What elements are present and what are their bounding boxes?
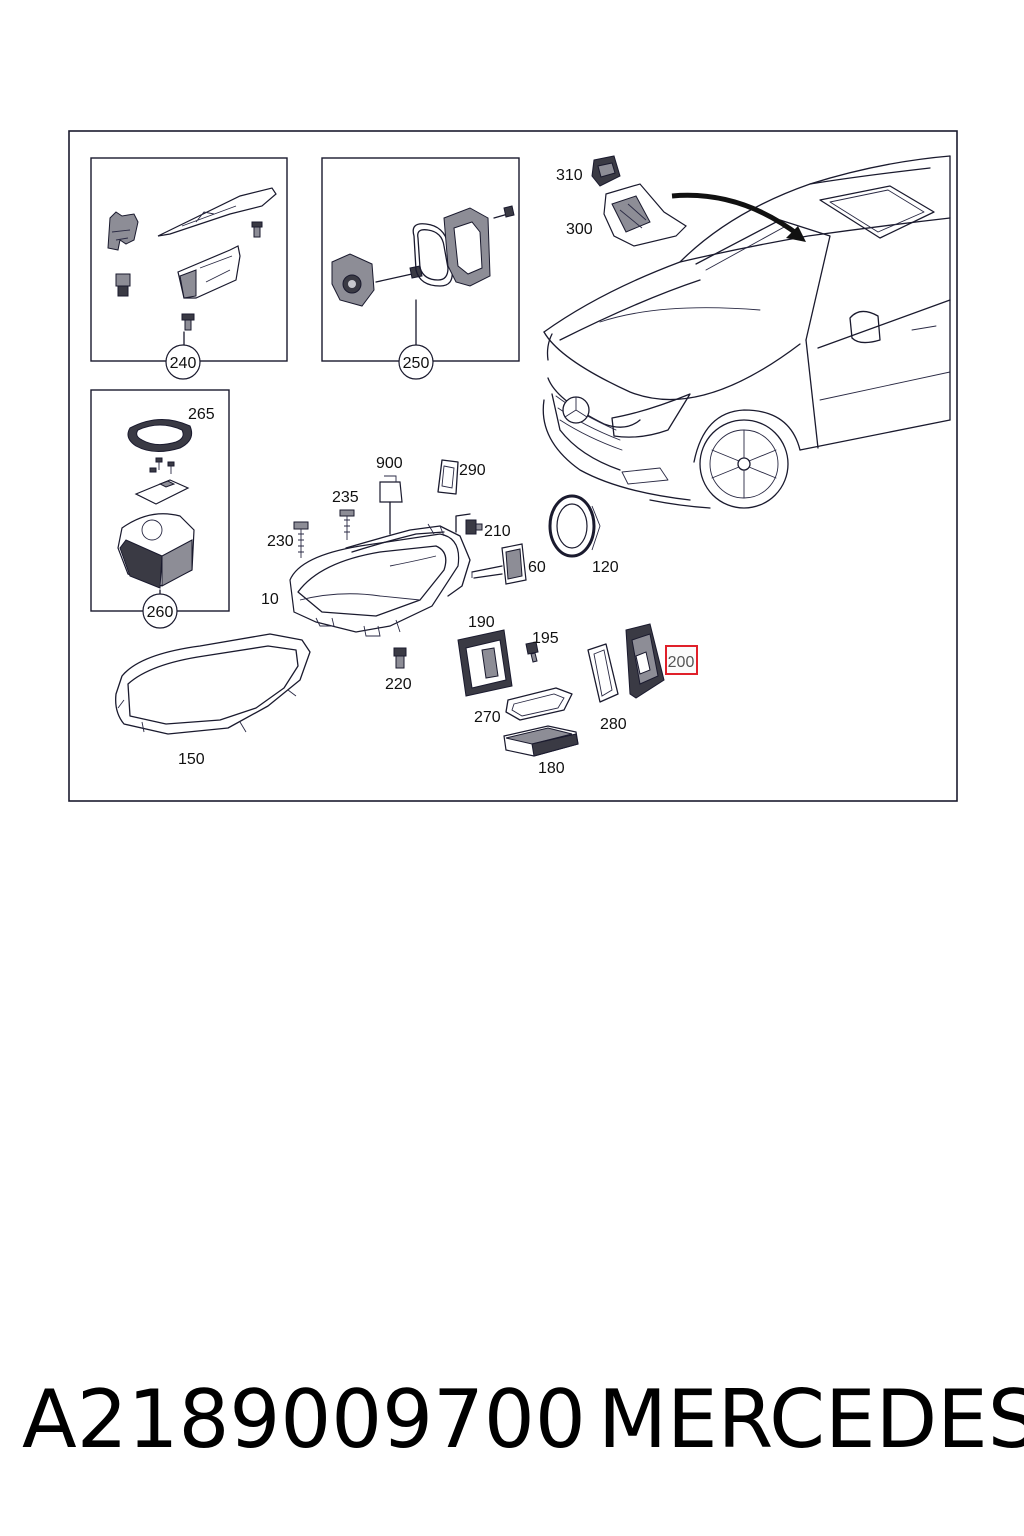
headlamp-assembly: 10	[261, 523, 471, 637]
parts-diagram: 240 250 265	[68, 130, 958, 802]
part-900: 900	[376, 455, 403, 535]
callout-250: 250	[403, 355, 430, 372]
part-280: 280	[587, 643, 627, 733]
callout-120: 120	[592, 559, 619, 576]
callout-190: 190	[468, 614, 495, 631]
callout-260: 260	[147, 604, 174, 621]
callout-195: 195	[532, 630, 559, 647]
part-120: 120	[548, 494, 619, 576]
inset-250: 250	[321, 157, 520, 380]
part-230: 230	[267, 521, 309, 558]
callout-300: 300	[566, 221, 593, 238]
part-180: 180	[503, 725, 579, 777]
callout-150: 150	[178, 751, 205, 768]
callout-10: 10	[261, 591, 279, 608]
part-290: 290	[437, 459, 486, 495]
part-60: 60	[471, 543, 546, 585]
inset-240: 240	[90, 157, 288, 380]
callout-265: 265	[188, 406, 215, 423]
part-195: 195	[525, 630, 559, 663]
callout-180: 180	[538, 760, 565, 777]
part-270: 270	[474, 687, 573, 726]
part-150: 150	[115, 633, 311, 768]
callout-60: 60	[528, 559, 546, 576]
part-300: 300	[566, 183, 687, 247]
inset-260: 265 260	[90, 389, 230, 629]
callout-230: 230	[267, 533, 294, 550]
callout-200: 200	[668, 654, 695, 671]
car-illustration	[542, 155, 951, 509]
brand-name: MERCEDES	[598, 1373, 1024, 1466]
callout-900: 900	[376, 455, 403, 472]
callout-235: 235	[332, 489, 359, 506]
part-310: 310	[556, 155, 621, 187]
callout-270: 270	[474, 709, 501, 726]
part-235: 235	[332, 489, 359, 540]
callout-220: 220	[385, 676, 412, 693]
callout-290: 290	[459, 462, 486, 479]
part-220: 220	[385, 647, 412, 693]
callout-210: 210	[484, 523, 511, 540]
part-number: A2189009700	[22, 1373, 586, 1466]
part-190: 190	[457, 614, 513, 697]
diagram-frame	[68, 130, 958, 802]
callout-200-highlight	[665, 645, 698, 675]
part-210: 210	[455, 513, 511, 540]
callout-280: 280	[600, 716, 627, 733]
part-200: 200	[625, 623, 698, 699]
callout-310: 310	[556, 167, 583, 184]
callout-240: 240	[170, 355, 197, 372]
